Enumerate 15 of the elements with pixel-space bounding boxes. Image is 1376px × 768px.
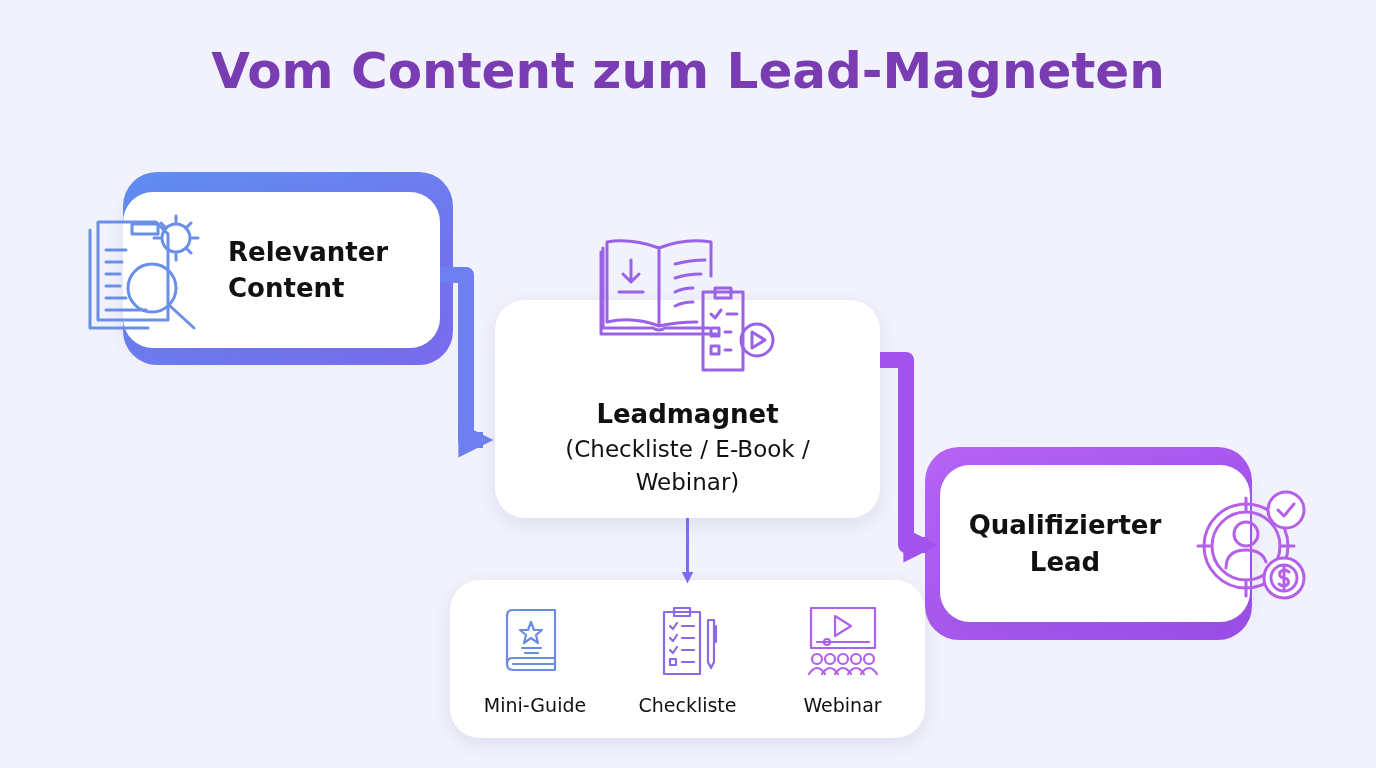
card-title: Qualifizierter Lead	[967, 509, 1163, 579]
option-label: Mini-Guide	[483, 694, 587, 716]
card-subtitle: (Checkliste / E-Book / Webinar)	[564, 434, 811, 498]
process-card	[495, 300, 880, 518]
options-card	[450, 580, 925, 738]
diagram-title: Vom Content zum Lead-Magneten	[210, 42, 1166, 100]
card-title: Relevanter Content	[228, 235, 390, 305]
process-card	[123, 192, 440, 348]
flow-arrow	[880, 352, 939, 563]
option-label: Webinar	[803, 694, 882, 716]
card-title: Leadmagnet	[595, 398, 780, 432]
result-card	[940, 465, 1250, 622]
arrow	[681, 518, 694, 584]
option-label: Checkliste	[638, 694, 737, 716]
flow-arrow	[440, 267, 494, 458]
